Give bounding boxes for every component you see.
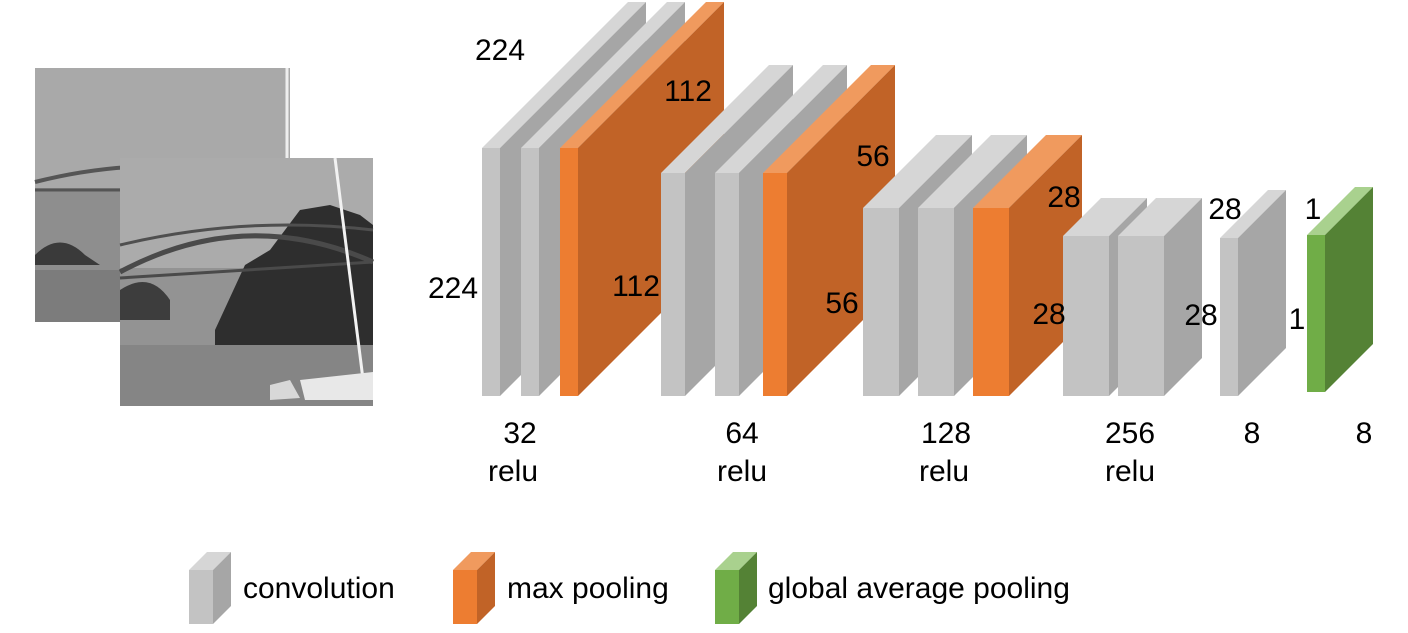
block1-height-label: 224: [475, 34, 525, 67]
block1-activation: relu: [488, 455, 538, 488]
block5-height-label: 28: [1208, 193, 1241, 226]
block4-height-label: 28: [1047, 181, 1080, 214]
block3-activation: relu: [919, 455, 969, 488]
legend-convolution-label: convolution: [243, 572, 395, 605]
input-images: [34, 68, 375, 406]
block2-activation: relu: [717, 455, 767, 488]
layer-blocks: [482, 2, 1373, 396]
block2-channels: 64: [725, 417, 758, 450]
block5-channels: 8: [1244, 417, 1261, 450]
legend: convolution max pooling global average p…: [189, 552, 1070, 624]
channel-labels: 32 relu 64 relu 128 relu 256 relu 8 8: [488, 417, 1372, 488]
block6-width-label: 1: [1289, 303, 1306, 336]
conv-layer-4b: [1118, 198, 1202, 396]
block6-channels: 8: [1356, 417, 1373, 450]
block4-width-label: 28: [1032, 298, 1065, 331]
legend-max-pooling-label: max pooling: [507, 572, 669, 605]
dimension-labels: 224 224 112 112 56 56 28 28 28 28 1 1: [428, 34, 1321, 336]
block3-channels: 128: [921, 417, 971, 450]
block5-width-label: 28: [1184, 299, 1217, 332]
block4-activation: relu: [1105, 455, 1155, 488]
legend-global-average-pooling-label: global average pooling: [768, 572, 1070, 605]
block2-width-label: 112: [612, 270, 660, 303]
block4-channels: 256: [1105, 417, 1155, 450]
block3-width-label: 56: [825, 287, 858, 320]
block1-channels: 32: [503, 417, 536, 450]
global-average-pooling-layer: [1307, 187, 1373, 392]
legend-convolution-swatch: [189, 552, 231, 624]
conv-layer-5: [1220, 190, 1286, 396]
block2-height-label: 112: [664, 75, 712, 108]
block3-height-label: 56: [856, 140, 889, 173]
block1-width-label: 224: [428, 272, 478, 305]
maxpool-layer-1: [560, 2, 724, 396]
legend-global-average-pooling-swatch: [715, 552, 757, 624]
block6-height-label: 1: [1305, 193, 1322, 226]
legend-max-pooling-swatch: [453, 552, 495, 624]
input-image-front: [118, 157, 375, 406]
